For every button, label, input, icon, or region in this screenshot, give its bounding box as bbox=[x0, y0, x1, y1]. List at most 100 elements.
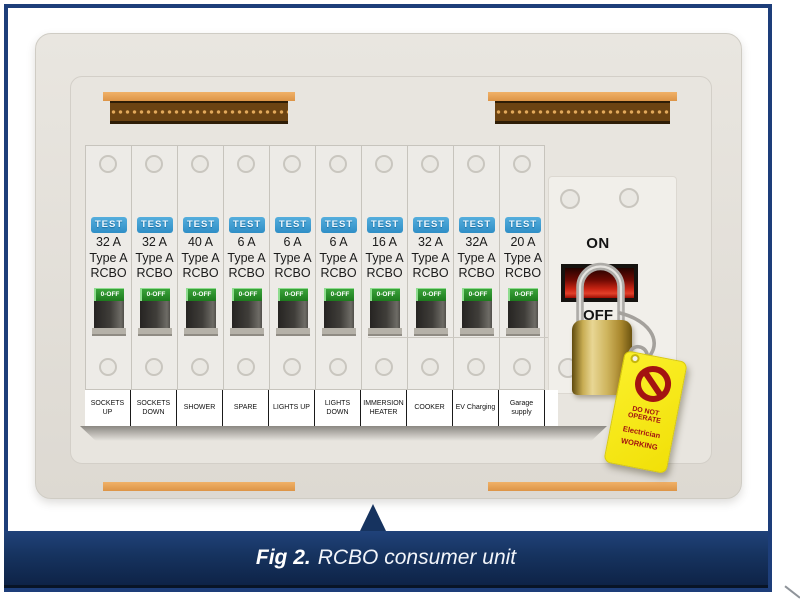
switch-off-label: 0-OFF bbox=[186, 288, 216, 301]
switch-off-label: 0-OFF bbox=[416, 288, 446, 301]
breaker-switch[interactable]: 0-OFF bbox=[230, 288, 264, 336]
main-switch-on-label: ON bbox=[586, 235, 610, 252]
switch-toggle bbox=[370, 301, 400, 328]
switch-off-label: 0-OFF bbox=[278, 288, 308, 301]
screw-hole bbox=[237, 155, 255, 173]
screw-hole bbox=[467, 358, 485, 376]
busbar-right bbox=[488, 92, 677, 491]
test-button[interactable]: TEST bbox=[505, 217, 541, 233]
breaker-switch[interactable]: 0-OFF bbox=[368, 288, 402, 336]
screw-hole bbox=[145, 155, 163, 173]
main-switch[interactable] bbox=[561, 264, 638, 302]
screw-hole bbox=[329, 155, 347, 173]
switch-toggle bbox=[186, 301, 216, 328]
test-button[interactable]: TEST bbox=[91, 217, 127, 233]
circuit-label: SHOWER bbox=[177, 390, 223, 426]
switch-toggle bbox=[94, 301, 124, 328]
figure-caption: Fig 2. RCBO consumer unit bbox=[256, 546, 516, 570]
screw-hole bbox=[283, 155, 301, 173]
circuit-label: Garage supply bbox=[499, 390, 545, 426]
prohibition-icon bbox=[631, 362, 675, 406]
circuit-label: IMMERSION HEATER bbox=[361, 390, 407, 426]
breaker-switch[interactable]: 0-OFF bbox=[184, 288, 218, 336]
test-button[interactable]: TEST bbox=[459, 217, 495, 233]
switch-off-label: 0-OFF bbox=[140, 288, 170, 301]
screw-hole bbox=[375, 155, 393, 173]
corner-mark bbox=[784, 585, 800, 599]
switch-toggle bbox=[140, 301, 170, 328]
strip-shadow bbox=[80, 426, 607, 441]
test-button[interactable]: TEST bbox=[413, 217, 449, 233]
figure-label: Fig 2. bbox=[255, 546, 311, 569]
screw-hole bbox=[375, 358, 393, 376]
screw-hole bbox=[513, 155, 531, 173]
screw-hole bbox=[619, 188, 639, 208]
test-button[interactable]: TEST bbox=[229, 217, 265, 233]
test-button[interactable]: TEST bbox=[321, 217, 357, 233]
test-button[interactable]: TEST bbox=[275, 217, 311, 233]
screw-hole bbox=[513, 358, 531, 376]
circuit-label: SOCKETS DOWN bbox=[131, 390, 177, 426]
figure-caption-text: RCBO consumer unit bbox=[317, 546, 517, 569]
screw-hole bbox=[237, 358, 255, 376]
screw-hole bbox=[191, 155, 209, 173]
breaker-switch[interactable]: 0-OFF bbox=[506, 288, 540, 336]
switch-toggle bbox=[324, 301, 354, 328]
switch-off-label: 0-OFF bbox=[508, 288, 538, 301]
circuit-label: LIGHTS UP bbox=[269, 390, 315, 426]
screw-hole bbox=[467, 155, 485, 173]
breaker-switch[interactable]: 0-OFF bbox=[460, 288, 494, 336]
breaker-switch[interactable]: 0-OFF bbox=[414, 288, 448, 336]
screw-hole bbox=[191, 358, 209, 376]
screw-hole bbox=[283, 358, 301, 376]
breaker-switch[interactable]: 0-OFF bbox=[276, 288, 310, 336]
circuit-label: EV Charging bbox=[453, 390, 499, 426]
circuit-label-strip: SOCKETS UP SOCKETS DOWN SHOWER SPARE LIG… bbox=[85, 390, 558, 426]
screw-hole bbox=[99, 358, 117, 376]
breaker-switch[interactable]: 0-OFF bbox=[322, 288, 356, 336]
busbar-left bbox=[103, 92, 295, 491]
busbar-braid bbox=[495, 100, 670, 124]
test-button[interactable]: TEST bbox=[367, 217, 403, 233]
circuit-label: LIGHTS DOWN bbox=[315, 390, 361, 426]
screw-hole bbox=[329, 358, 347, 376]
breaker-switch[interactable]: 0-OFF bbox=[92, 288, 126, 336]
switch-toggle bbox=[278, 301, 308, 328]
switch-toggle bbox=[416, 301, 446, 328]
switch-toggle bbox=[462, 301, 492, 328]
switch-toggle bbox=[232, 301, 262, 328]
circuit-label: SOCKETS UP bbox=[85, 390, 131, 426]
tag-hole bbox=[629, 353, 641, 364]
switch-off-label: 0-OFF bbox=[324, 288, 354, 301]
test-button[interactable]: TEST bbox=[183, 217, 219, 233]
circuit-label: SPARE bbox=[223, 390, 269, 426]
screw-hole bbox=[421, 358, 439, 376]
switch-off-label: 0-OFF bbox=[94, 288, 124, 301]
panel-recess-line bbox=[368, 337, 560, 338]
switch-off-label: 0-OFF bbox=[232, 288, 262, 301]
test-button[interactable]: TEST bbox=[137, 217, 173, 233]
screw-hole bbox=[421, 155, 439, 173]
breaker-switch[interactable]: 0-OFF bbox=[138, 288, 172, 336]
caption-banner: Fig 2. RCBO consumer unit bbox=[4, 531, 768, 588]
screw-hole bbox=[145, 358, 163, 376]
